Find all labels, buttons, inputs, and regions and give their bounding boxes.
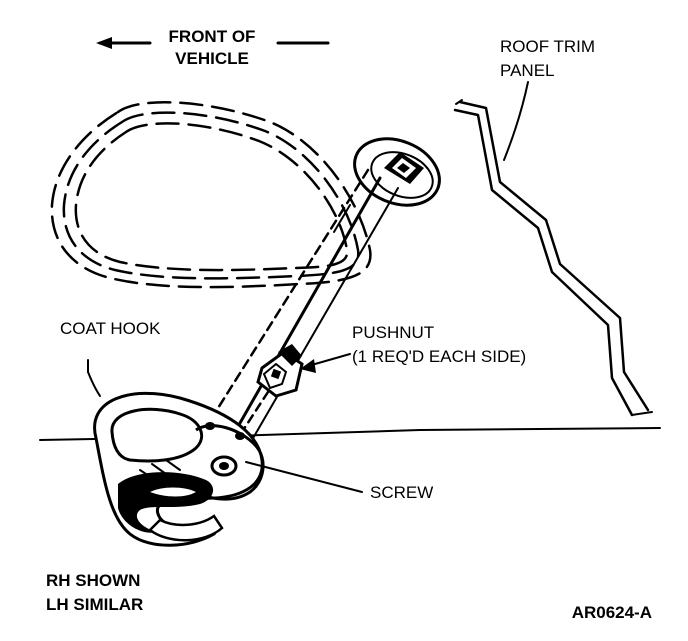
lh-similar-note: LH SIMILAR [46, 595, 143, 614]
coat-hook-leader [87, 371, 101, 397]
front-of-vehicle-arrow [96, 37, 330, 49]
upper-retainer [353, 137, 441, 207]
screw-label: SCREW [370, 483, 433, 502]
roof-trim-leader [503, 81, 529, 161]
roof-trim-label-2: PANEL [500, 61, 555, 80]
screw-leader [245, 461, 363, 493]
front-of-vehicle-label-1: FRONT OF [169, 27, 256, 46]
roof-trim-panel [453, 99, 653, 417]
figure-id: AR0624-A [572, 603, 652, 622]
window-opening-dashed-outline [50, 101, 372, 289]
coat-hook-label: COAT HOOK [60, 319, 161, 338]
front-of-vehicle-label-2: VEHICLE [175, 49, 249, 68]
pushnut-label-1: PUSHNUT [352, 323, 434, 342]
coat-hook [93, 391, 265, 547]
mounting-rod [206, 168, 399, 441]
rh-shown-note: RH SHOWN [46, 571, 140, 590]
pushnut-label-2: (1 REQ'D EACH SIDE) [352, 347, 526, 366]
pushnut-leader [300, 353, 351, 373]
pushnut [256, 344, 304, 398]
roof-trim-label-1: ROOF TRIM [500, 37, 595, 56]
